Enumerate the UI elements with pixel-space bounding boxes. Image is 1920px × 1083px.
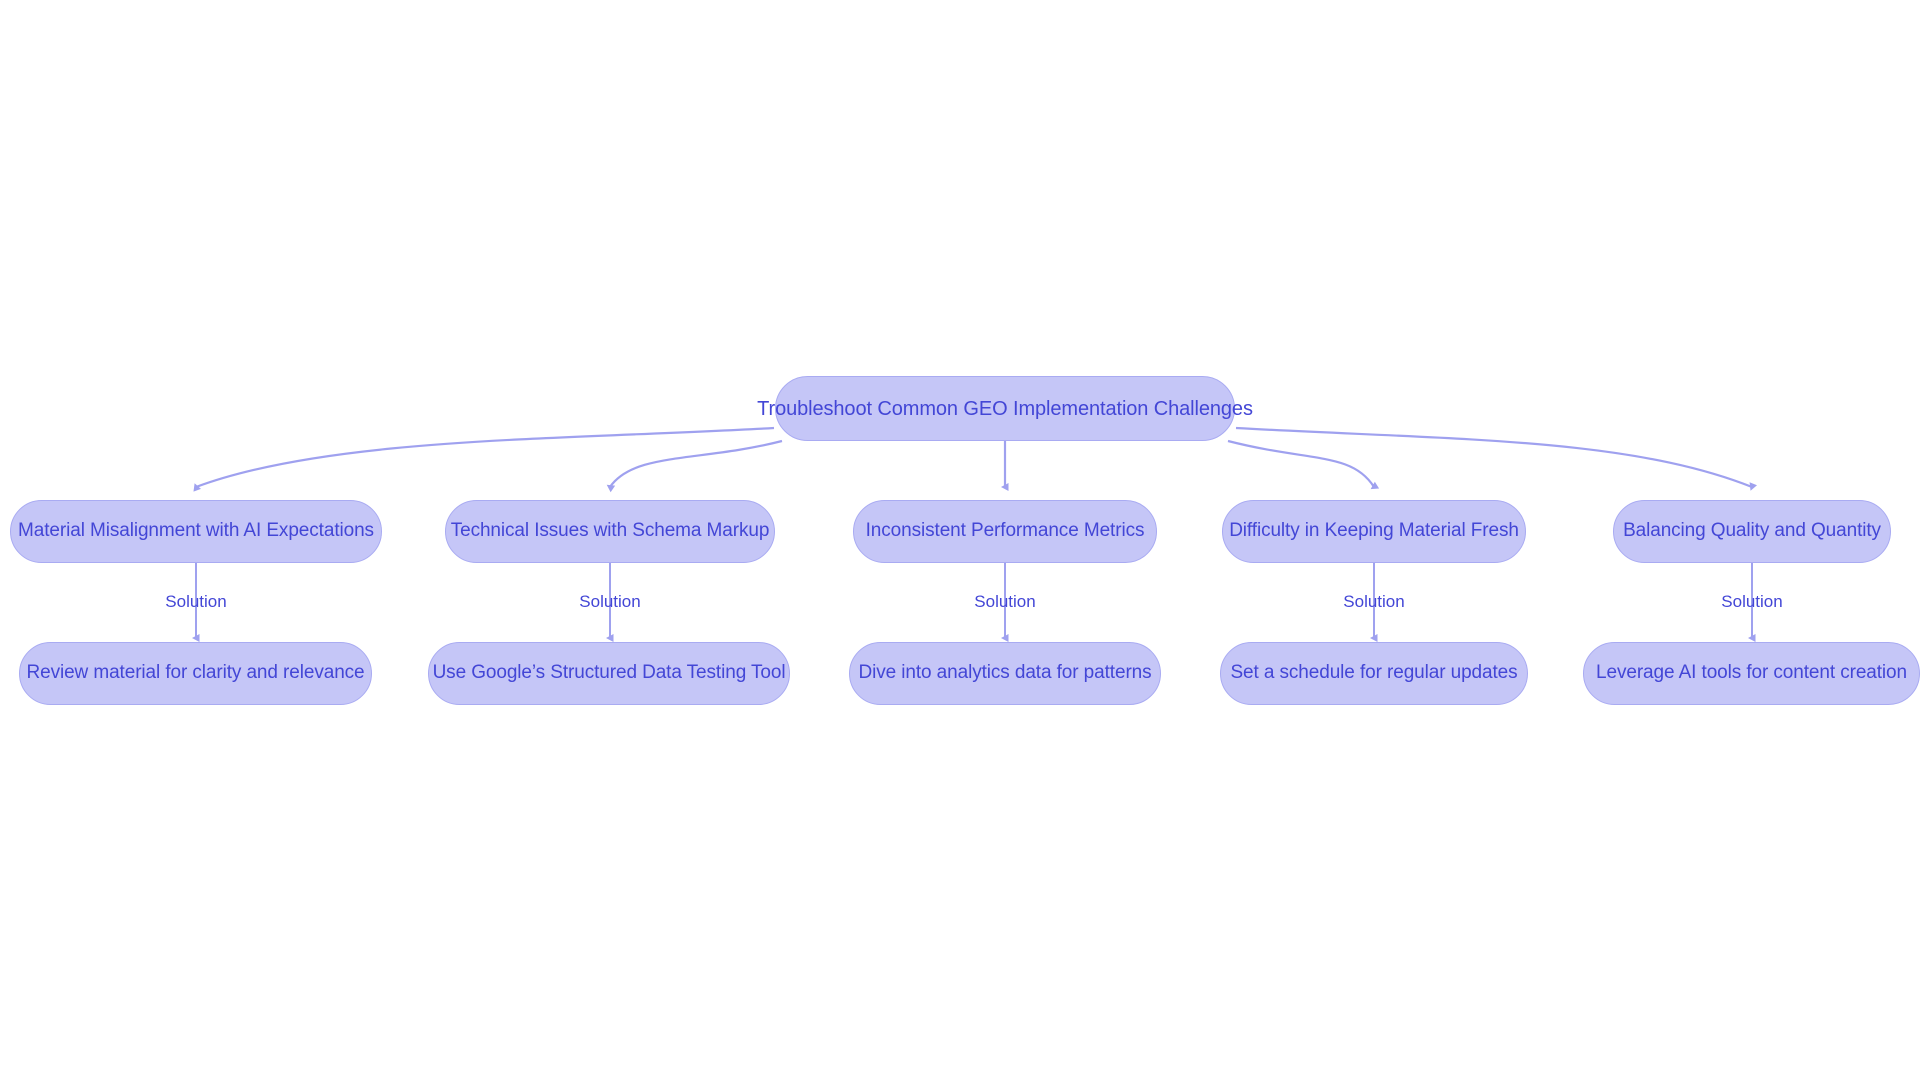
node-solution-2-label: Use Google’s Structured Data Testing Too…: [432, 662, 786, 684]
node-challenge-2-label: Technical Issues with Schema Markup: [450, 520, 770, 542]
node-root[interactable]: Troubleshoot Common GEO Implementation C…: [757, 376, 1253, 441]
node-solution-1[interactable]: Review material for clarity and relevanc…: [19, 642, 372, 705]
node-solution-5[interactable]: Leverage AI tools for content creation: [1583, 642, 1920, 705]
edge-label-solution-4: Solution: [1343, 592, 1405, 611]
node-solution-5-label: Leverage AI tools for content creation: [1596, 662, 1907, 684]
node-solution-4-label: Set a schedule for regular updates: [1230, 662, 1518, 684]
node-challenge-1-label: Material Misalignment with AI Expectatio…: [18, 520, 374, 542]
edge-root-to-challenge-5: [1235, 426, 1758, 491]
node-solution-2[interactable]: Use Google’s Structured Data Testing Too…: [428, 642, 790, 705]
edge-root-to-challenge-2: [606, 439, 783, 493]
edge-label-solution-3: Solution: [974, 592, 1036, 611]
node-challenge-4[interactable]: Difficulty in Keeping Material Fresh: [1222, 500, 1526, 563]
node-challenge-3[interactable]: Inconsistent Performance Metrics: [853, 500, 1157, 563]
edge-root-to-challenge-4: [1227, 439, 1380, 490]
node-challenge-5[interactable]: Balancing Quality and Quantity: [1613, 500, 1891, 563]
node-solution-4[interactable]: Set a schedule for regular updates: [1220, 642, 1528, 705]
node-solution-3-label: Dive into analytics data for patterns: [858, 662, 1152, 684]
node-challenge-2[interactable]: Technical Issues with Schema Markup: [445, 500, 775, 563]
edge-root-to-challenge-1: [193, 426, 775, 492]
node-challenge-4-label: Difficulty in Keeping Material Fresh: [1229, 520, 1519, 542]
edge-label-solution-5: Solution: [1721, 592, 1783, 611]
node-solution-1-label: Review material for clarity and relevanc…: [26, 662, 365, 684]
edge-label-solution-2: Solution: [579, 592, 641, 611]
node-solution-3[interactable]: Dive into analytics data for patterns: [849, 642, 1161, 705]
node-challenge-5-label: Balancing Quality and Quantity: [1623, 520, 1881, 542]
node-challenge-1[interactable]: Material Misalignment with AI Expectatio…: [10, 500, 382, 563]
edge-label-solution-1: Solution: [165, 592, 227, 611]
node-root-label: Troubleshoot Common GEO Implementation C…: [757, 397, 1253, 420]
node-challenge-3-label: Inconsistent Performance Metrics: [865, 520, 1145, 542]
